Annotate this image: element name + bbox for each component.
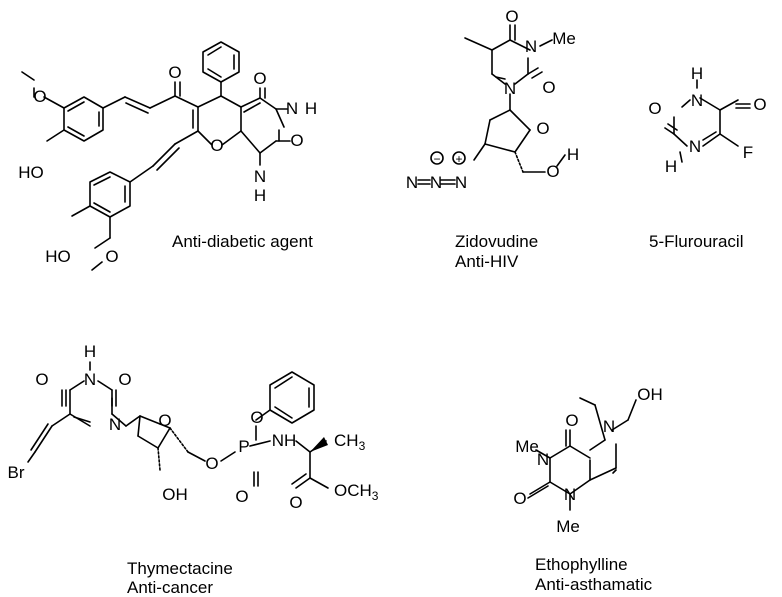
caption-thymectacine-activity: Anti-cancer [127,578,213,597]
atom-phosphoryl-o: O [235,487,248,506]
atom-methoxy-o: O [33,87,46,106]
atom-n: N [254,167,266,186]
negative-charge-icon: − [433,152,440,166]
caption-ethophylline-name: Ethophylline [535,555,628,574]
atom-ring-o: O [536,119,549,138]
atom-ring-o: O [210,136,223,155]
atom-n: N [603,417,615,436]
atom-methoxy: OCH3 [334,481,379,503]
atom-azide-n: N [455,173,467,192]
fluorouracil-molecule: H N O O F N H 5-Flurouracil [648,64,766,251]
caption-fluorouracil: 5-Flurouracil [649,232,743,251]
atom-methoxy-o: O [105,247,118,266]
atom-carbonyl-o: O [542,78,555,97]
atom-carbonyl-o: O [253,69,266,88]
atom-n: N [564,485,576,504]
atom-carbonyl-o: O [753,95,766,114]
atom-phenoxy-o: O [250,408,263,427]
caption-zidovudine-activity: Anti-HIV [455,252,519,271]
positive-charge-icon: + [455,152,462,166]
atom-n: N [84,370,96,389]
caption-zidovudine-name: Zidovudine [455,232,538,251]
atom-hydroxyl-o: O [546,162,559,181]
atom-fluorine: F [743,143,753,162]
atom-carbonyl-o: O [35,370,48,389]
atom-carbonyl-o: O [505,7,518,26]
atom-h: H [665,157,677,176]
atom-amine: NH [272,431,297,450]
zidovudine-molecule: O N Me O N O O H N N N − + Zidovudine An… [406,7,579,271]
atom-h: H [305,99,317,118]
atom-n: N [537,450,549,469]
atom-azide-n: N [430,173,442,192]
atom-azide-n: N [406,173,418,192]
atom-carbonyl-o: O [513,489,526,508]
atom-n: N [525,37,537,56]
atom-carbonyl-o: O [290,131,303,150]
atom-carbonyl-o: O [565,411,578,430]
atom-hydroxyl: OH [637,385,663,404]
atom-hydroxyl: HO [45,247,71,266]
atom-n-methyl: Me [515,437,539,456]
caption-ethophylline-activity: Anti-asthamatic [535,575,653,594]
atom-carbonyl-o: O [648,99,661,118]
atom-phosphorus: P [238,437,249,456]
atom-n: N [691,91,703,110]
atom-n: N [286,99,298,118]
atom-methyl: Me [552,29,576,48]
atom-hydroxyl: HO [18,163,44,182]
atom-h: H [84,342,96,361]
atom-methyl: CH3 [334,431,366,453]
atom-n: N [109,415,121,434]
atom-bromine: Br [8,463,25,482]
atom-n-methyl: Me [556,517,580,536]
atom-carbonyl-o: O [118,370,131,389]
atom-carbonyl-o: O [289,493,302,512]
ethophylline-molecule: OH O N Me N O N Me Ethophylline Anti-ast… [513,385,662,594]
antidiabetic-molecule: O O N H O O N H O HO HO O Anti-diabetic … [18,41,317,271]
atom-ketone-o: O [168,63,181,82]
atom-h: H [567,145,579,164]
atom-ester-o: O [205,454,218,473]
caption-antidiabetic: Anti-diabetic agent [172,232,313,251]
caption-thymectacine-name: Thymectacine [127,559,233,578]
atom-ring-o: O [158,411,171,430]
atom-h: H [691,64,703,83]
thymectacine-molecule: H N O O N Br O OH O P O O NH CH3 O OCH3 … [8,342,379,597]
atom-n: N [689,137,701,156]
atom-hydroxyl: OH [162,485,188,504]
atom-n: N [504,79,516,98]
atom-h: H [254,186,266,205]
